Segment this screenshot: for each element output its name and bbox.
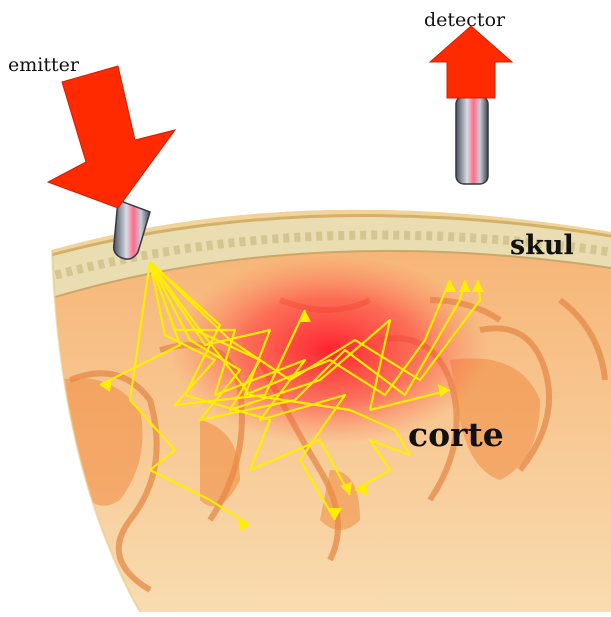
emitter-arrow-icon <box>48 66 175 208</box>
detector-probe <box>456 96 488 184</box>
detector-arrow-icon <box>430 26 512 98</box>
emitter-label: emitter <box>8 54 80 76</box>
cortex-label: corte <box>408 415 504 454</box>
detector-label: detector <box>424 9 506 31</box>
skull-label: skul <box>510 230 574 261</box>
